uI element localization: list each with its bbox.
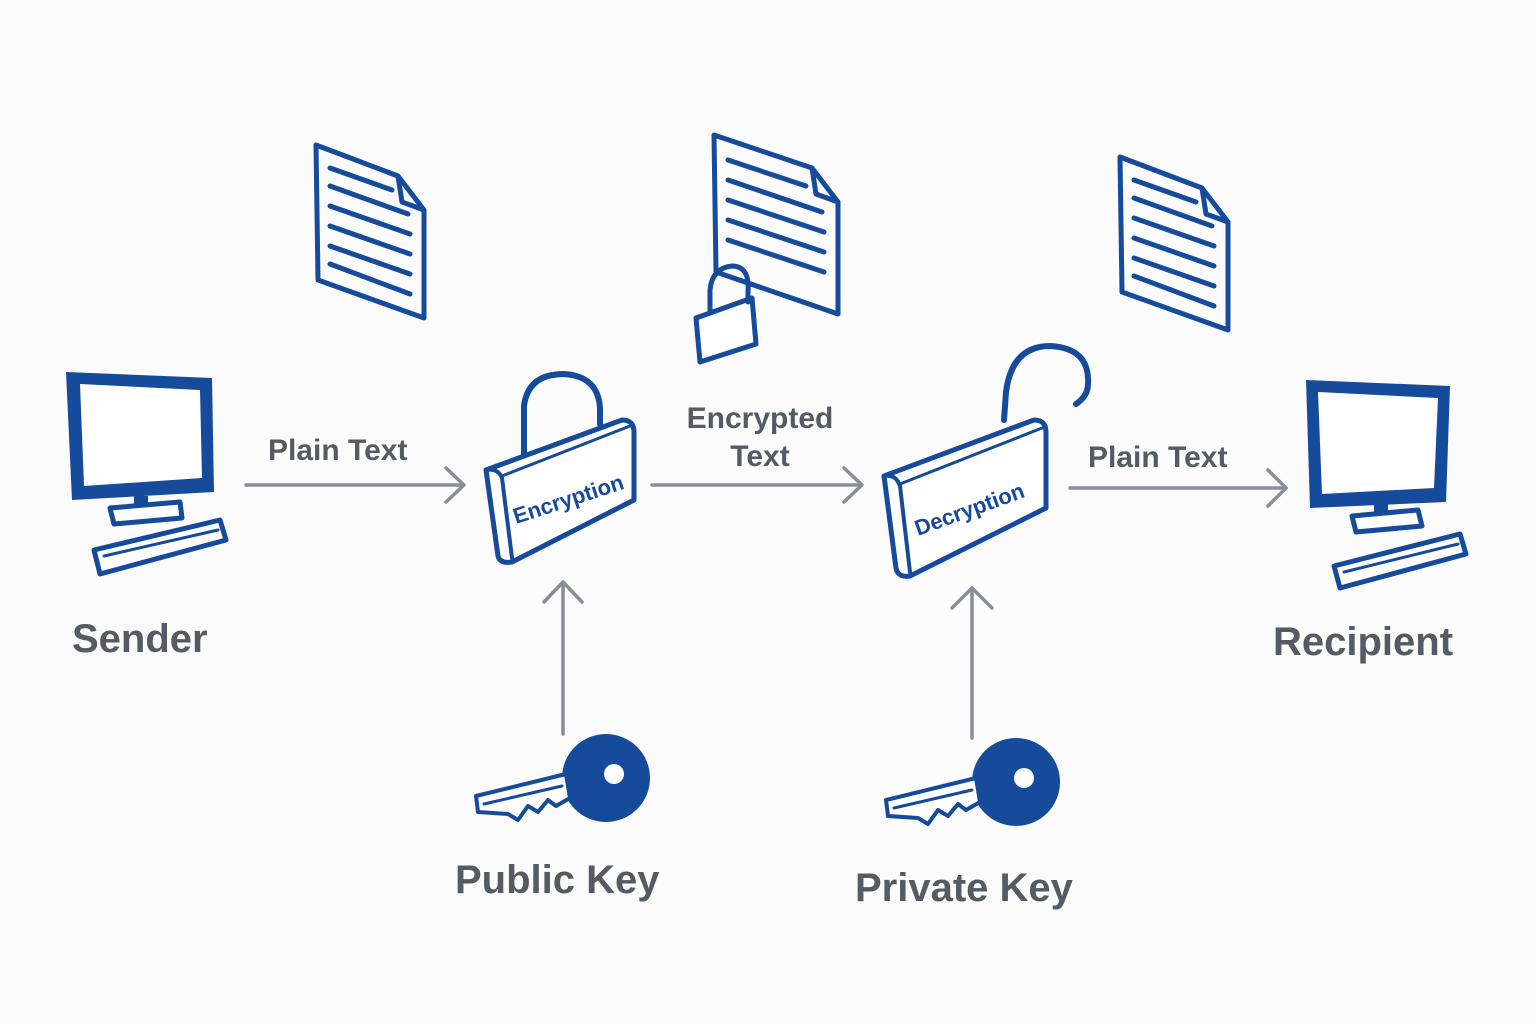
sender-label: Sender <box>72 617 208 661</box>
small-padlock-icon <box>693 263 759 365</box>
locked-document-icon <box>693 132 841 365</box>
edge-label-encrypted-line1: Encrypted <box>686 402 834 435</box>
private-key-label: Private Key <box>855 866 1073 910</box>
recipient-computer-icon <box>1306 380 1469 591</box>
encryption-padlock-icon: Encryption <box>483 371 637 565</box>
edge-label-plain-text-right: Plain Text <box>1088 441 1228 474</box>
public-key-label: Public Key <box>455 858 660 902</box>
arrow-public-key-to-encryption <box>542 580 584 736</box>
arrow-decryption-to-recipient <box>1068 468 1288 508</box>
recipient-label: Recipient <box>1273 620 1454 664</box>
document-icon <box>1117 154 1231 333</box>
edge-label-plain-text-left: Plain Text <box>268 434 408 467</box>
private-key-icon <box>884 738 1060 826</box>
document-icon <box>313 142 427 321</box>
arrow-encryption-to-decryption <box>650 466 864 504</box>
sender-computer-icon <box>66 372 229 577</box>
edge-label-encrypted-line2: Text <box>730 440 790 473</box>
public-key-icon <box>474 734 650 822</box>
edge-label-encrypted-text: Encrypted Text <box>660 400 860 476</box>
arrow-sender-to-encryption <box>244 466 466 504</box>
decryption-padlock-icon: Decryption <box>881 343 1092 579</box>
arrow-private-key-to-decryption <box>950 586 994 740</box>
